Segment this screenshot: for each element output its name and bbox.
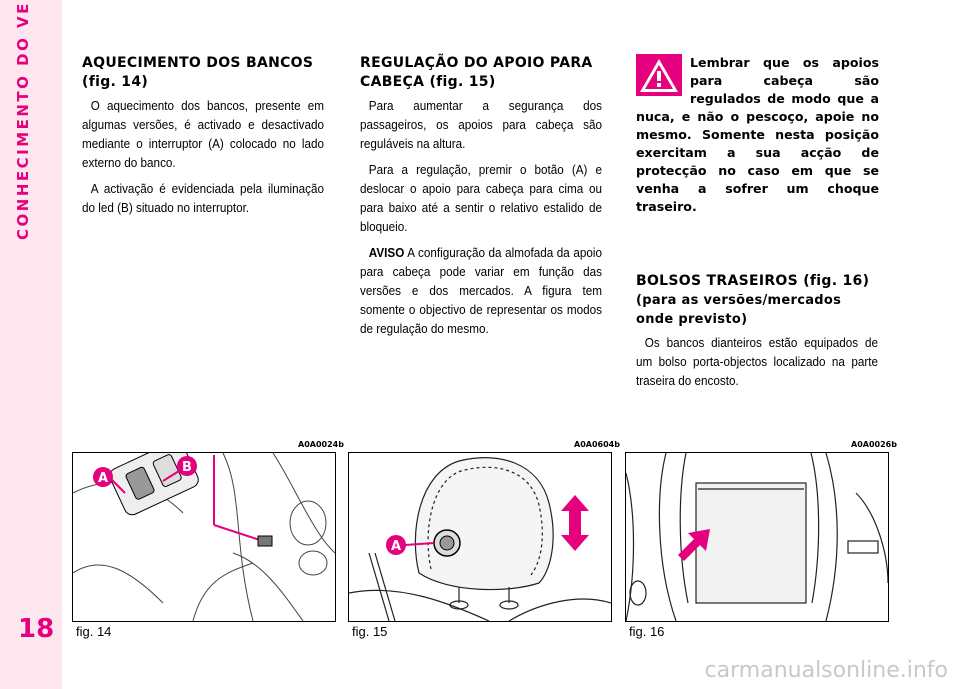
paragraph: Os bancos dianteiros estão equipados de … (636, 335, 878, 388)
label-b: B (182, 460, 192, 475)
figure-caption: fig. 16 (629, 624, 665, 639)
watermark: carmanualsonline.info (704, 658, 948, 683)
seat-pocket-illustration (626, 453, 888, 621)
notice-paragraph: AVISO A configuração da almofada da apoi… (360, 243, 602, 338)
paragraph: O aquecimento dos bancos, presente em al… (82, 98, 324, 170)
figure-16-seat-pocket (625, 452, 889, 622)
figure-15-headrest: A (348, 452, 612, 622)
section-title: CONHECIMENTO DO VEÍCULO (14, 0, 32, 240)
figure-code: A0A0024b (298, 440, 344, 449)
heading-pockets: BOLSOS TRASEIROS (fig. 16) (para as vers… (636, 272, 879, 329)
label-a-marker (93, 467, 113, 487)
heading-subtitle: (para as versões/mercados onde previsto) (636, 293, 842, 327)
paragraph: A activação é evidenciada pela iluminaçã… (82, 181, 324, 215)
paragraph: Para aumentar a segurança dos passageiro… (360, 98, 602, 151)
column-pockets: Lembrar que os apoios para cabeça são re… (636, 54, 879, 397)
heading-headrest: REGULAÇÃO DO APOIO PARA CABEÇA (fig. 15) (360, 54, 602, 92)
warning-box: Lembrar que os apoios para cabeça são re… (636, 54, 879, 216)
column-headrest: REGULAÇÃO DO APOIO PARA CABEÇA (fig. 15)… (360, 54, 602, 345)
paragraph: Para a regulação, premir o botão (A) e d… (360, 162, 602, 234)
label-b-marker (177, 456, 197, 476)
warning-text: Lembrar que os apoios para cabeça são re… (636, 55, 879, 214)
pointer-arrow-icon (678, 529, 710, 561)
figure-caption: fig. 15 (352, 624, 388, 639)
heading-text: AQUECIMENTO DOS BANCOS (82, 55, 314, 71)
heading-figref: (fig. 15) (429, 74, 496, 90)
figure-code: A0A0026b (851, 440, 897, 449)
figure-code: A0A0604b (574, 440, 620, 449)
page-number: 18 (18, 614, 55, 644)
up-down-arrow-icon (561, 495, 589, 551)
heading-figref: (fig. 14) (82, 74, 149, 90)
seat-switch-illustration: A B (73, 453, 335, 621)
label-a: A (391, 539, 401, 554)
heading-figref: (fig. 16) (803, 273, 870, 289)
label-a: A (98, 471, 108, 486)
heading-heated-seats: AQUECIMENTO DOS BANCOS (fig. 14) (82, 54, 324, 92)
heading-text: REGULAÇÃO DO APOIO PARA CABEÇA (360, 55, 593, 90)
column-heated-seats: AQUECIMENTO DOS BANCOS (fig. 14) O aquec… (82, 54, 324, 224)
heading-text: BOLSOS TRASEIROS (636, 273, 799, 289)
sidebar: CONHECIMENTO DO VEÍCULO 18 (0, 0, 62, 689)
warning-triangle-icon (636, 54, 682, 96)
headrest-illustration: A (349, 457, 611, 621)
figure-caption: fig. 14 (76, 624, 112, 639)
notice-text: A configuração da almofada da apoio para… (360, 245, 602, 336)
figure-14-heated-seat-switch: A B (72, 452, 336, 622)
notice-label: AVISO (368, 245, 405, 260)
